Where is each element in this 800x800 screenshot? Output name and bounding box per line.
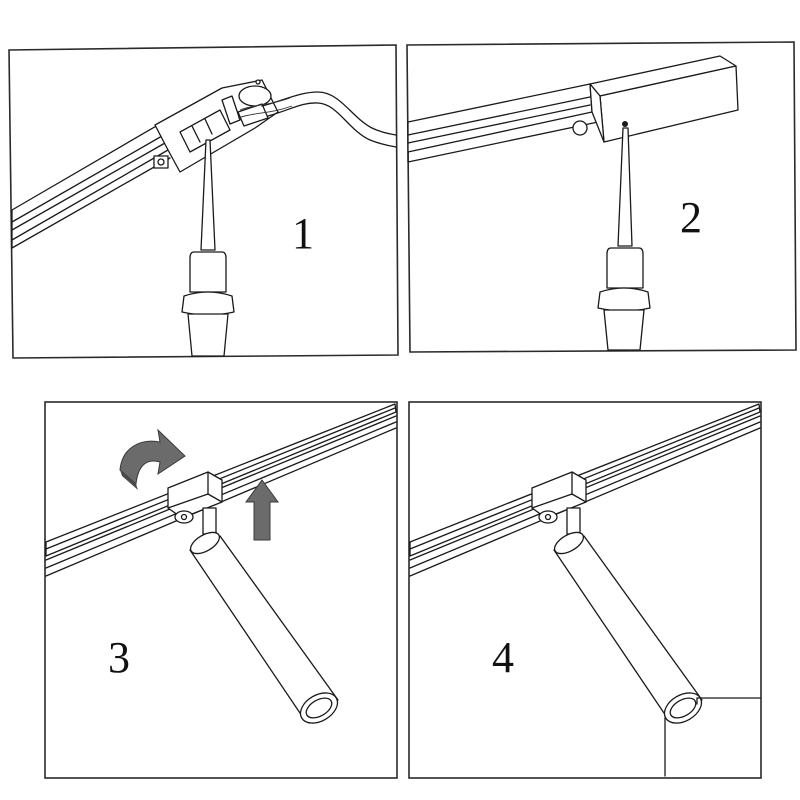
track-adaptor	[167, 471, 223, 535]
spotlight-icon	[553, 531, 703, 724]
panel-2: 2	[406, 41, 797, 353]
screw-hole-icon	[622, 121, 628, 127]
step-number-2: 2	[680, 193, 702, 242]
screwdriver-icon	[181, 139, 235, 357]
panel-3: 3	[44, 401, 398, 779]
step-number-3: 3	[108, 633, 130, 682]
rotate-arrow-icon	[119, 428, 186, 490]
step-number-4: 4	[492, 633, 514, 682]
track-rail	[407, 55, 739, 163]
panel-1: 1	[8, 44, 399, 359]
spotlight-icon	[189, 531, 339, 724]
screwdriver-icon	[597, 127, 651, 351]
panel-4: 4	[408, 401, 762, 779]
track-rail	[11, 79, 279, 249]
up-arrow-icon	[245, 479, 279, 541]
step-number-1: 1	[292, 209, 314, 258]
wall-corner	[664, 697, 761, 777]
cable-icon	[237, 91, 397, 148]
